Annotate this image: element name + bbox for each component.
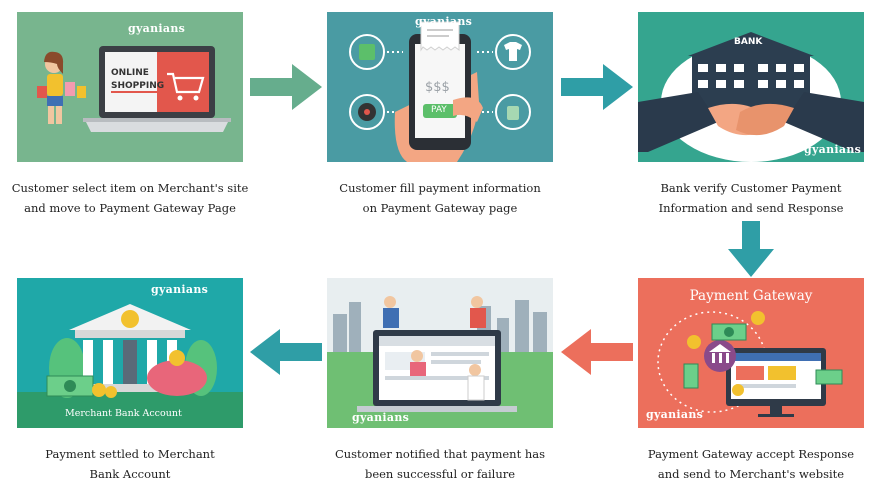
brand-watermark: gyanians [646,408,704,421]
arrow-left-icon [561,329,633,375]
arrow-right-icon [250,64,322,110]
brand-watermark: gyanians [415,15,473,28]
arrow-right-icon [561,64,633,110]
laptop-screen-text-shopping: SHOPPING [111,81,165,93]
step6-illustration: gyanians Merchant Bank Account [17,278,243,428]
step5-caption-line2: been successful or failure [364,467,516,481]
step5-caption-line1: Customer notified that payment has [334,447,546,461]
step3-caption-line2: Information and send Response [658,201,844,215]
step1-caption-line1: Customer select item on Merchant's site [11,181,249,195]
step5-caption: Customer notified that payment has been … [310,444,570,484]
brand-watermark: gyanians [128,22,186,35]
step1-caption: Customer select item on Merchant's site … [0,178,260,218]
step1-caption-line2: and move to Payment Gateway Page [24,201,236,215]
step6-caption-line2: Bank Account [89,467,171,481]
step2-illustration: gyanians $$$ PAY [327,12,553,162]
step3-caption: Bank verify Customer Payment Information… [621,178,881,218]
brand-watermark: gyanians [151,283,209,296]
step4-caption-line1: Payment Gateway accept Response [647,447,855,461]
step6-caption-line1: Payment settled to Merchant [45,447,215,461]
step2-caption: Customer fill payment information on Pay… [310,178,570,218]
step4-illustration: Payment Gateway gyanians [638,278,864,428]
step6-caption: Payment settled to Merchant Bank Account [0,444,260,484]
brand-watermark: gyanians [352,411,410,424]
step2-caption-line2: on Payment Gateway page [362,201,518,215]
phone-pay-button: PAY [431,105,447,115]
step2-caption-line1: Customer fill payment information [339,181,541,195]
brand-watermark: gyanians [804,143,862,156]
step4-caption: Payment Gateway accept Response and send… [621,444,881,484]
merchant-bank-label: Merchant Bank Account [65,408,182,419]
step1-illustration: gyanians ONLINE SHOPPING [17,12,243,162]
arrow-left-icon [250,329,322,375]
arrow-down-icon [728,221,774,277]
laptop-screen-text-online: ONLINE [111,68,149,78]
step3-caption-line1: Bank verify Customer Payment [660,181,842,195]
step3-illustration: BANK gyanians [638,12,864,162]
step4-caption-line2: and send to Merchant's website [657,467,845,481]
bank-sign: BANK [734,37,763,47]
step5-illustration: gyanians [327,278,553,428]
gateway-title: Payment Gateway [689,288,813,304]
phone-amount-text: $$$ [425,80,450,95]
